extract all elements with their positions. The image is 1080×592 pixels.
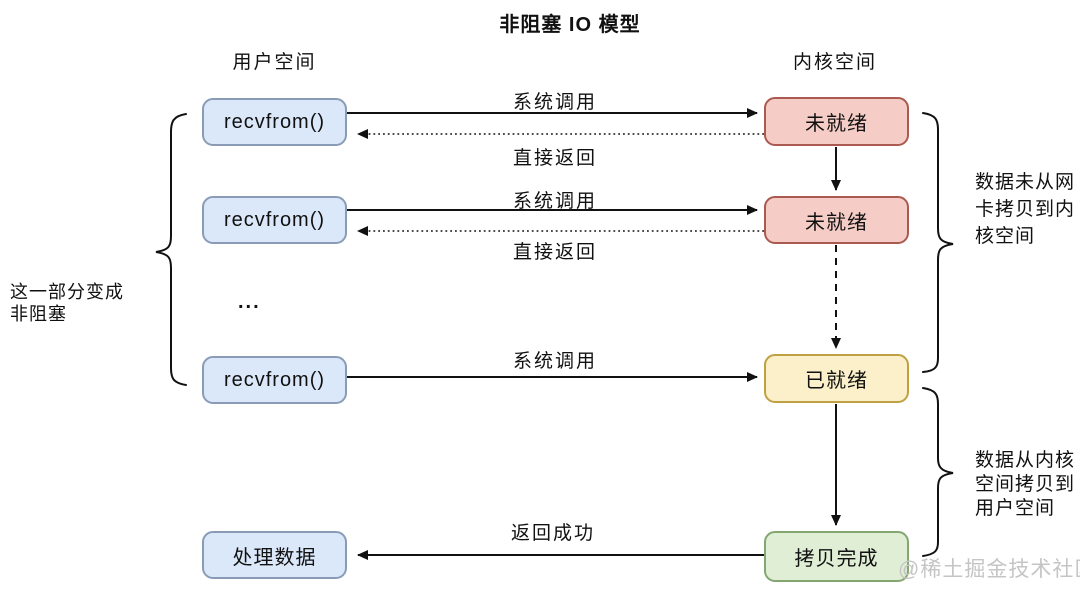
node-not-ready-1: 未就绪	[764, 97, 909, 146]
annotation-line: 卡拷贝到内	[975, 199, 1076, 220]
node-ready: 已就绪	[764, 354, 909, 403]
right-brace-top	[922, 112, 954, 373]
annotation-line: 核空间	[975, 226, 1036, 247]
annotation-line: 用户空间	[975, 498, 1056, 519]
left-brace	[155, 113, 187, 386]
left-brace-annotation: 这一部分变成 非阻塞	[10, 281, 124, 325]
annotation-line: 数据从内核	[975, 450, 1076, 471]
label-syscall-2: 系统调用	[512, 191, 597, 212]
watermark: @稀土掘金技术社区	[898, 558, 1080, 581]
right-top-brace-annotation: 数据未从网 卡拷贝到内 核空间	[975, 169, 1075, 250]
annotation-line: 这一部分变成	[10, 282, 124, 302]
node-not-ready-2: 未就绪	[764, 196, 909, 244]
annotation-line: 非阻塞	[10, 304, 67, 324]
node-recvfrom-1: recvfrom()	[202, 98, 347, 146]
repeat-ellipsis: ...	[238, 291, 261, 313]
right-brace-bottom	[922, 387, 954, 557]
node-copy-done: 拷贝完成	[764, 531, 909, 582]
node-process-data: 处理数据	[202, 531, 347, 579]
diagram-title: 非阻塞 IO 模型	[499, 14, 641, 36]
kernel-space-column-label: 内核空间	[792, 52, 877, 73]
node-recvfrom-2: recvfrom()	[202, 196, 347, 244]
annotation-line: 空间拷贝到	[975, 474, 1076, 495]
label-return-success: 返回成功	[510, 523, 595, 544]
label-direct-return-2: 直接返回	[512, 242, 597, 263]
label-syscall-1: 系统调用	[512, 92, 597, 113]
label-direct-return-1: 直接返回	[512, 148, 597, 169]
user-space-column-label: 用户空间	[232, 52, 317, 73]
node-recvfrom-3: recvfrom()	[202, 356, 347, 404]
label-syscall-3: 系统调用	[512, 351, 597, 372]
annotation-line: 数据未从网	[975, 172, 1076, 193]
right-bottom-brace-annotation: 数据从内核 空间拷贝到 用户空间	[975, 449, 1075, 521]
